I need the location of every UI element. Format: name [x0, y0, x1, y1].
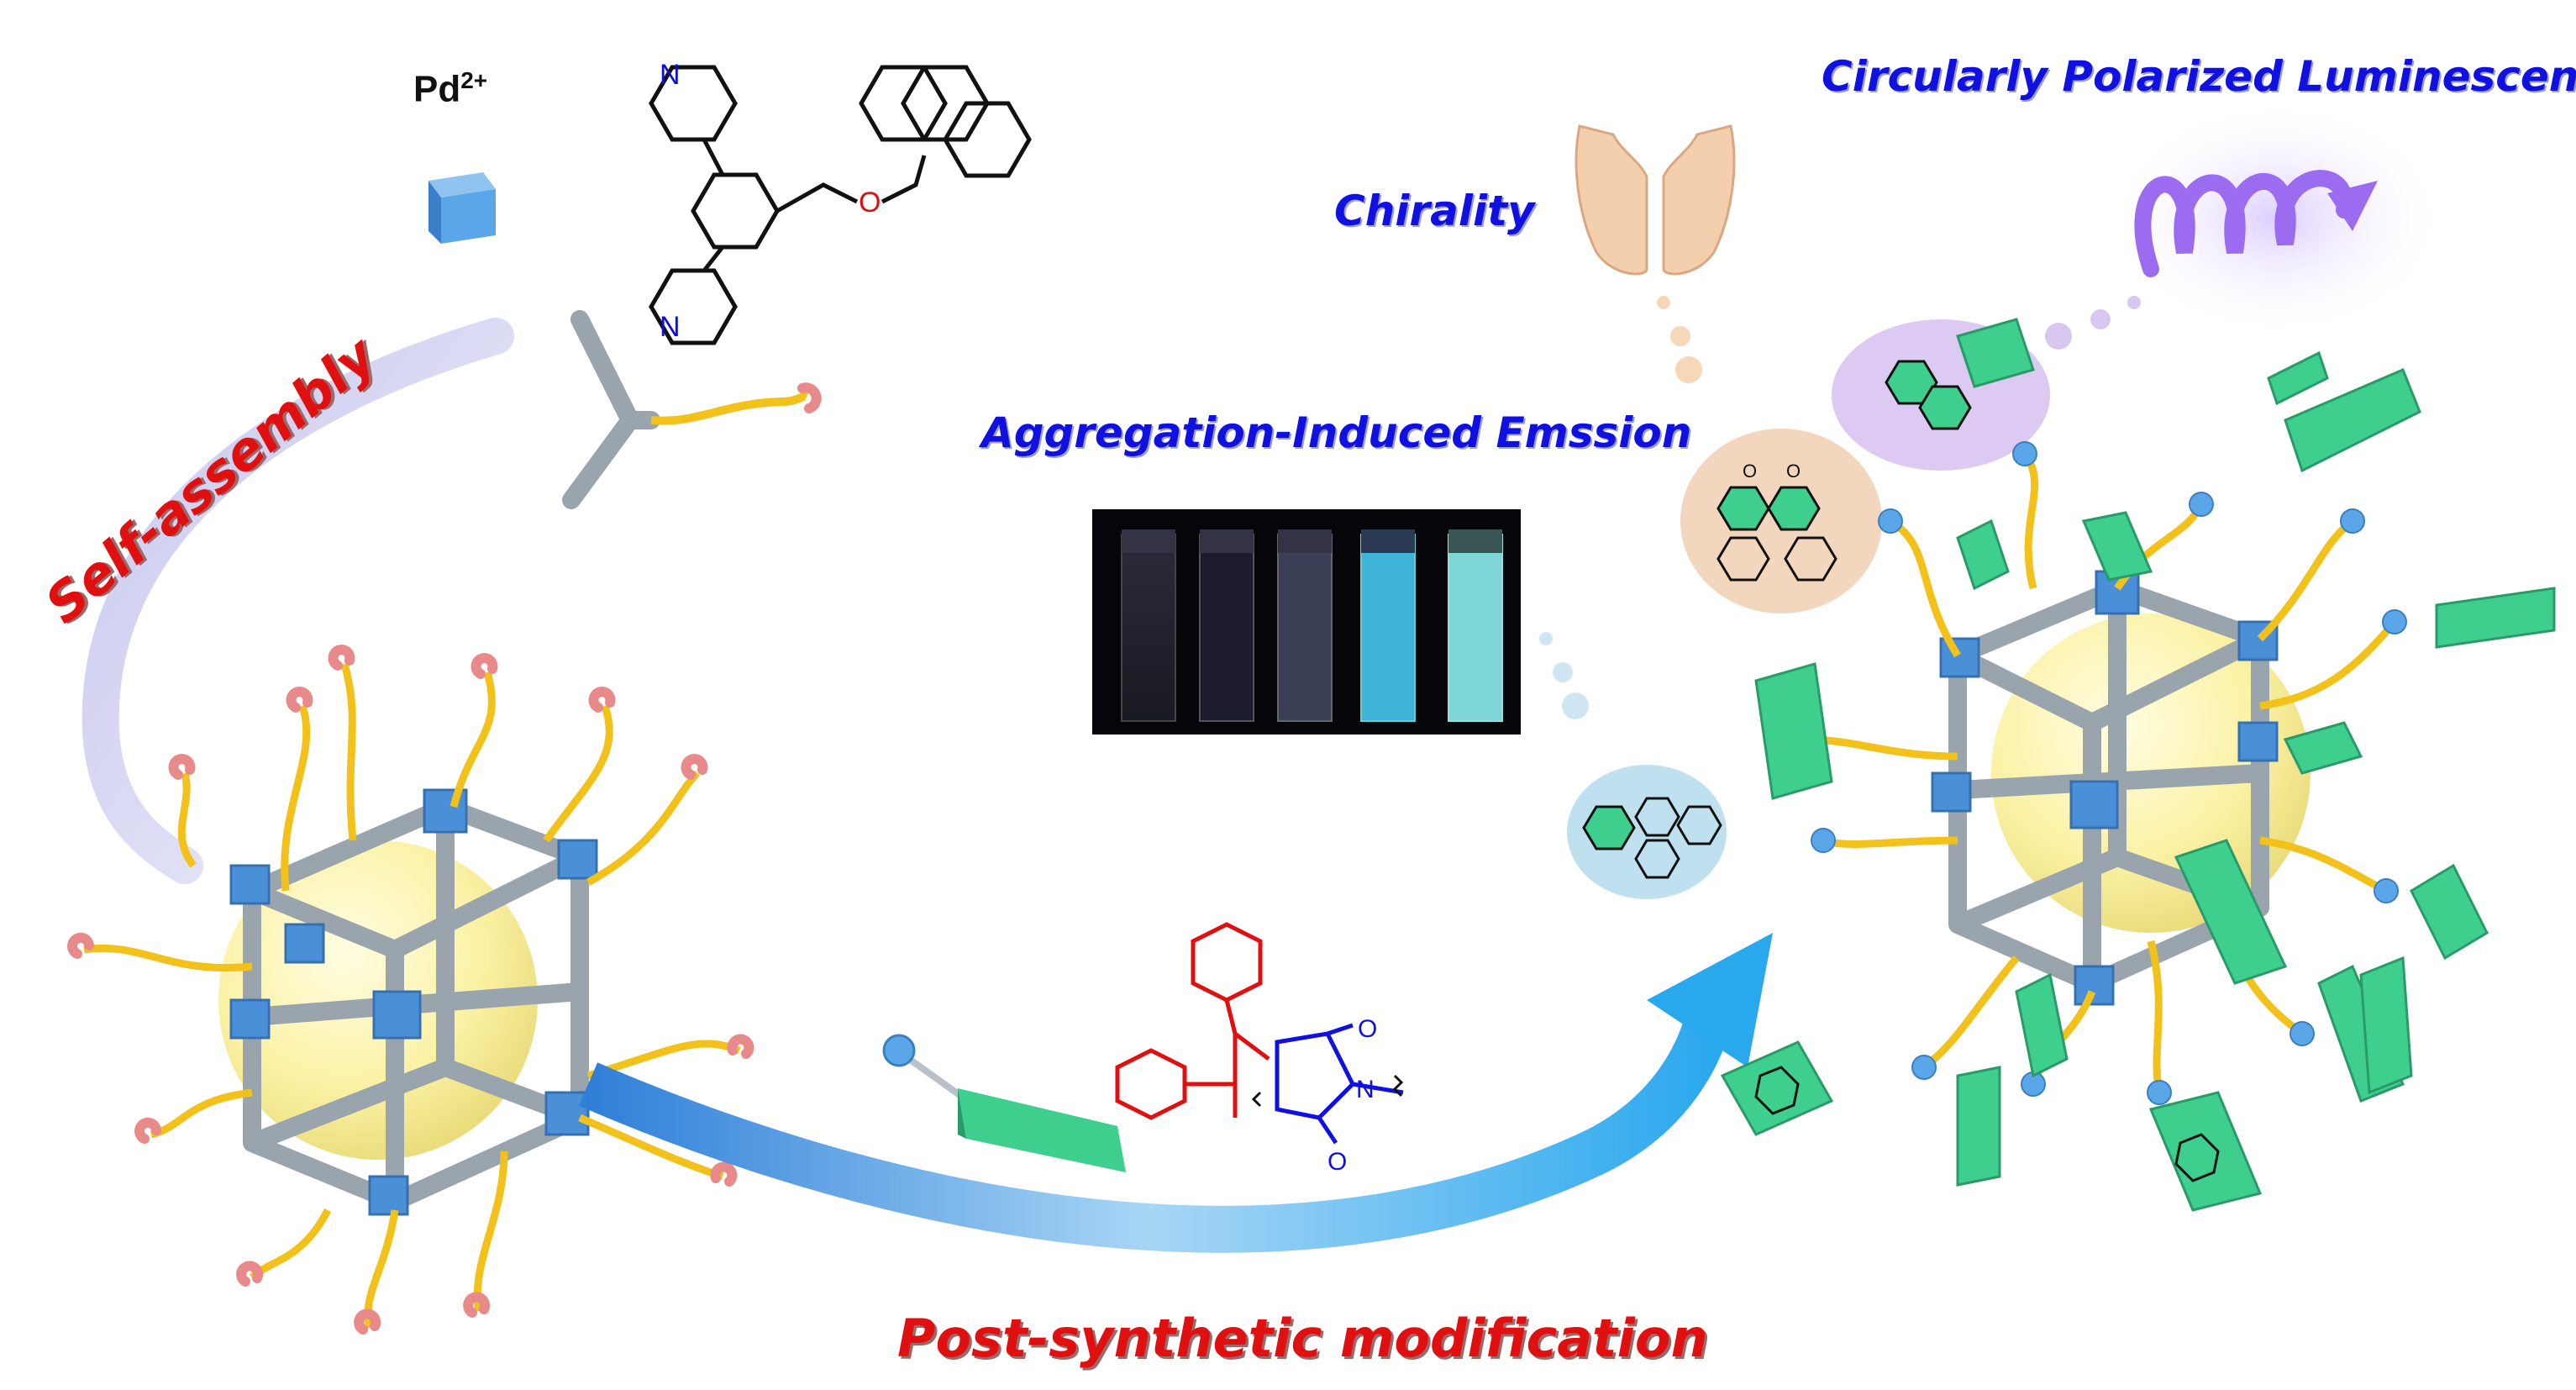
modifier-icon — [882, 1034, 1126, 1172]
pd-ion-charge: 2+ — [460, 67, 488, 93]
pd-ion-symbol: Pd — [413, 68, 461, 110]
post-synthetic-modification-label: Post-synthetic modification — [897, 1308, 1708, 1369]
ligand-structure — [649, 65, 1032, 345]
binaphthyl-o-left: O — [1743, 461, 1757, 482]
ligand-o: O — [859, 187, 881, 219]
ligand-n-bottom: N — [660, 311, 681, 343]
cpl-label: Circularly Polarized Luminescence — [1822, 52, 2576, 101]
maleimide-o-bottom: O — [1327, 1148, 1347, 1176]
vial-2 — [1199, 529, 1254, 722]
maleimide-n: N — [1356, 1076, 1375, 1103]
chirality-label: Chirality — [1334, 187, 1535, 235]
binaphthyl-bubble: O O — [1680, 429, 1882, 613]
ligand-n-top: N — [660, 59, 681, 91]
binaphthyl-o-right: O — [1786, 461, 1801, 482]
maleimide-o-top: O — [1358, 1015, 1377, 1043]
vial-5 — [1448, 529, 1503, 722]
cpl-helix-icon — [2109, 101, 2445, 336]
pd-cube-icon — [428, 172, 496, 244]
left-cage — [67, 645, 754, 1335]
vial-3 — [1277, 529, 1333, 722]
tpe-bubble — [1567, 765, 1727, 899]
ligand-cartoon-icon — [562, 310, 822, 509]
post-synthetic-arrowhead — [1647, 933, 1773, 1067]
triptycene-structure — [1115, 922, 1404, 1145]
pd-ion-label: Pd2+ — [413, 67, 487, 111]
post-synthetic-arrow — [578, 987, 1737, 1253]
aie-label: Aggregation-Induced Emssion — [981, 408, 1692, 457]
vial-1 — [1121, 529, 1176, 722]
aie-bubble-dots — [1539, 632, 1589, 719]
chirality-bubble-dots — [1657, 296, 1702, 383]
vial-4 — [1360, 529, 1416, 722]
right-cage — [1720, 318, 2556, 1212]
cpl-bubble-dots — [2045, 296, 2141, 350]
self-assembly-arrow — [81, 318, 514, 884]
aie-vial-photo — [1092, 509, 1521, 734]
hands-icon — [1575, 124, 1736, 276]
